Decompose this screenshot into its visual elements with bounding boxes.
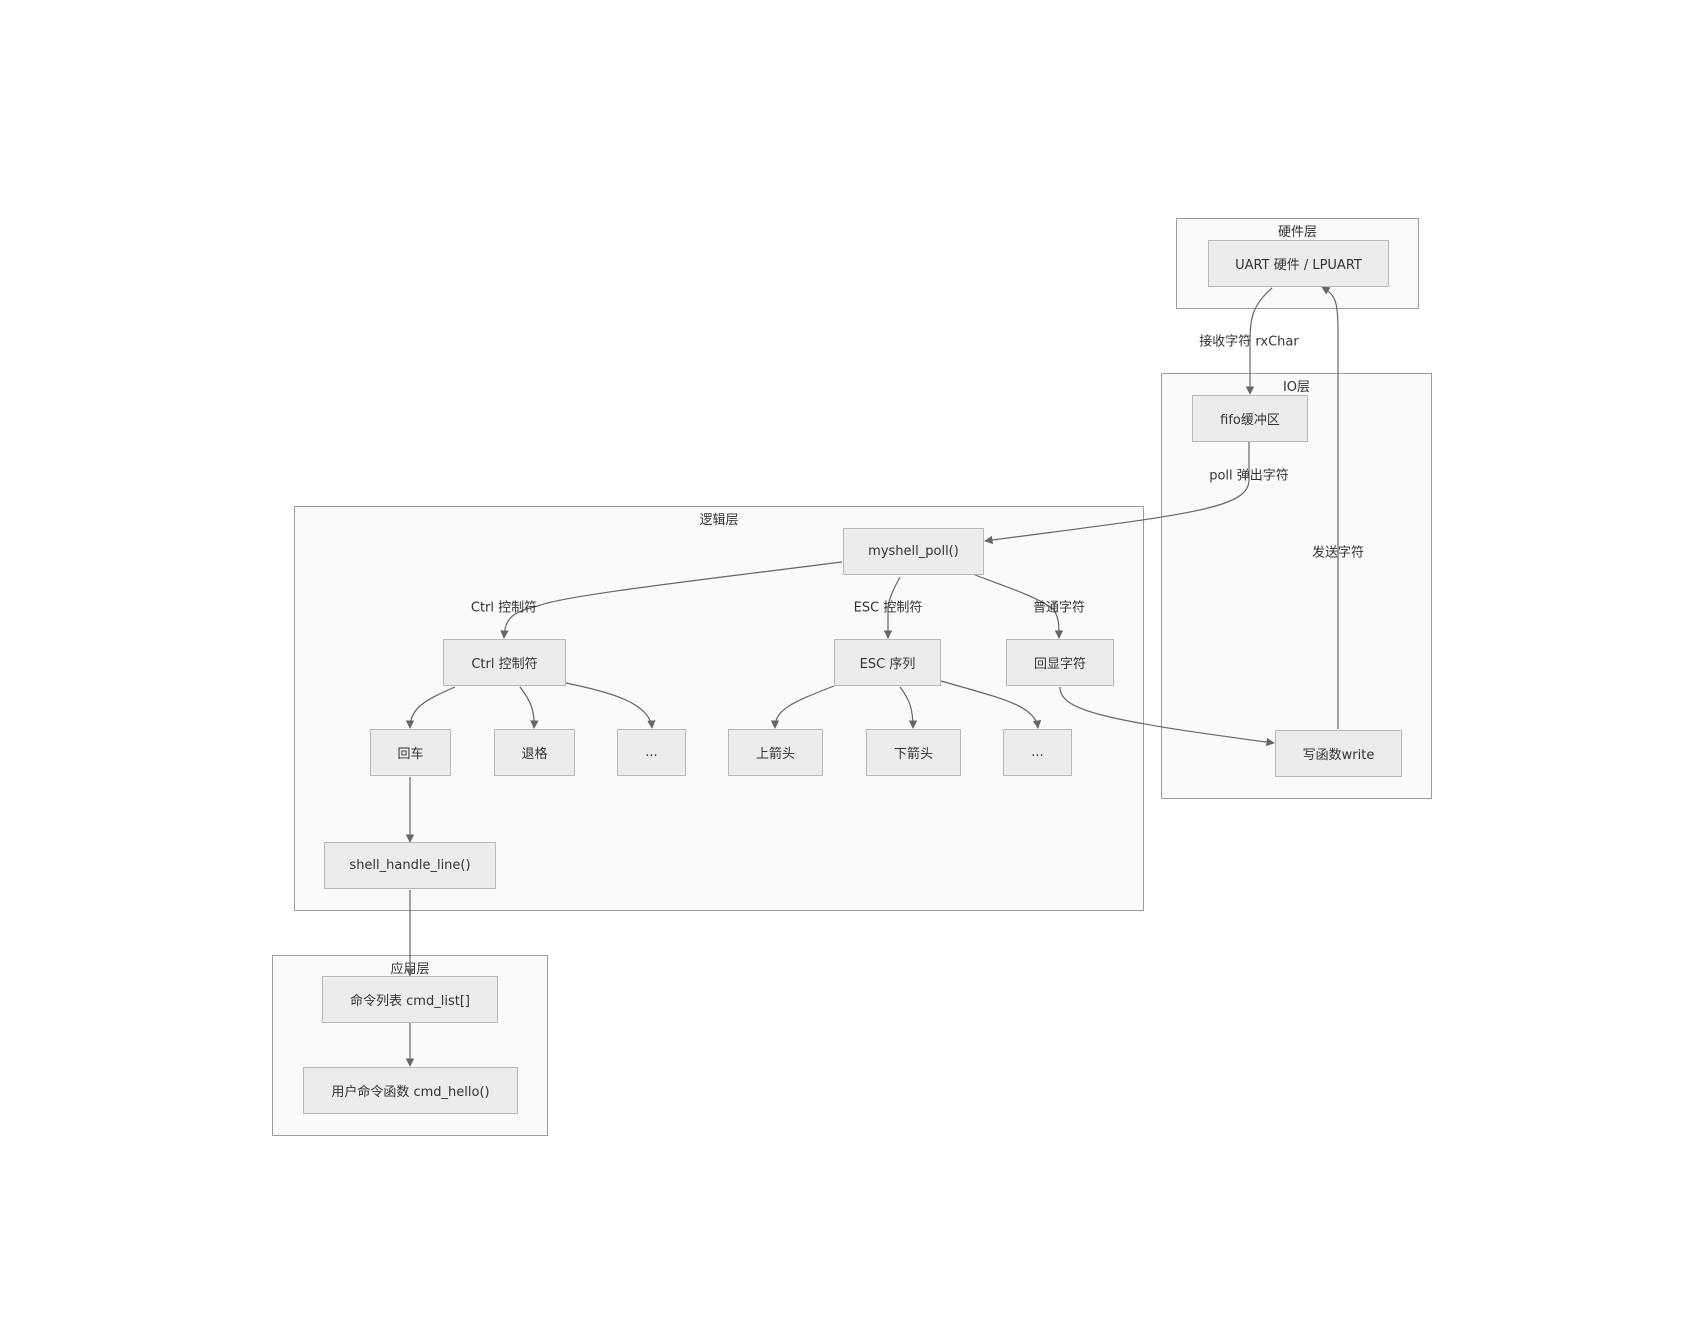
node-poll[interactable]: myshell_poll() [843,528,984,575]
node-down-arrow[interactable]: 下箭头 [866,729,961,776]
edge-poll-to-esc [883,576,901,639]
node-fifo[interactable]: fifo缓冲区 [1192,395,1308,442]
node-up-arrow[interactable]: 上箭头 [728,729,823,776]
edge-label-normal: 普通字符 [1032,600,1086,616]
edge-esc-to-more [940,680,1042,729]
edge-label-send: 发送字符 [1311,545,1365,561]
node-echo[interactable]: 回显字符 [1006,639,1114,686]
edge-esc-to-up [770,685,835,729]
node-esc[interactable]: ESC 序列 [834,639,941,686]
edge-ctrl-to-backspace [519,686,539,729]
node-cmd-hello[interactable]: 用户命令函数 cmd_hello() [303,1067,518,1114]
node-esc-more[interactable]: ... [1003,729,1072,776]
cluster-title-hardware: 硬件层 [1277,225,1317,240]
edge-label-ctrl: Ctrl 控制符 [470,600,538,616]
node-cmd-list[interactable]: 命令列表 cmd_list[] [322,976,498,1023]
node-handle-line[interactable]: shell_handle_line() [324,842,496,889]
node-backspace[interactable]: 退格 [494,729,575,776]
edge-uart-to-fifo [1245,287,1273,395]
node-ctrl-more[interactable]: ... [617,729,686,776]
edge-echo-to-write [1059,686,1275,747]
edge-poll-to-echo [974,574,1064,639]
node-write[interactable]: 写函数write [1275,730,1402,777]
edge-ctrl-to-enter [405,686,456,729]
cluster-title-io: IO层 [1282,380,1311,395]
edge-fifo-to-poll [984,442,1250,545]
edge-poll-to-ctrl [500,561,843,639]
edge-ctrl-to-more [565,682,656,729]
cluster-title-logic: 逻辑层 [699,513,739,528]
node-ctrl[interactable]: Ctrl 控制符 [443,639,566,686]
edge-label-esc: ESC 控制符 [853,600,923,616]
edge-write-to-uart [1321,286,1339,729]
node-uart[interactable]: UART 硬件 / LPUART [1208,240,1389,287]
edge-label-pop: poll 弹出字符 [1209,468,1289,484]
cluster-io: IO层 [1161,373,1432,799]
edge-esc-to-down [899,686,918,729]
node-enter[interactable]: 回车 [370,729,451,776]
edge-label-rx: 接收字符 rxChar [1199,334,1299,350]
